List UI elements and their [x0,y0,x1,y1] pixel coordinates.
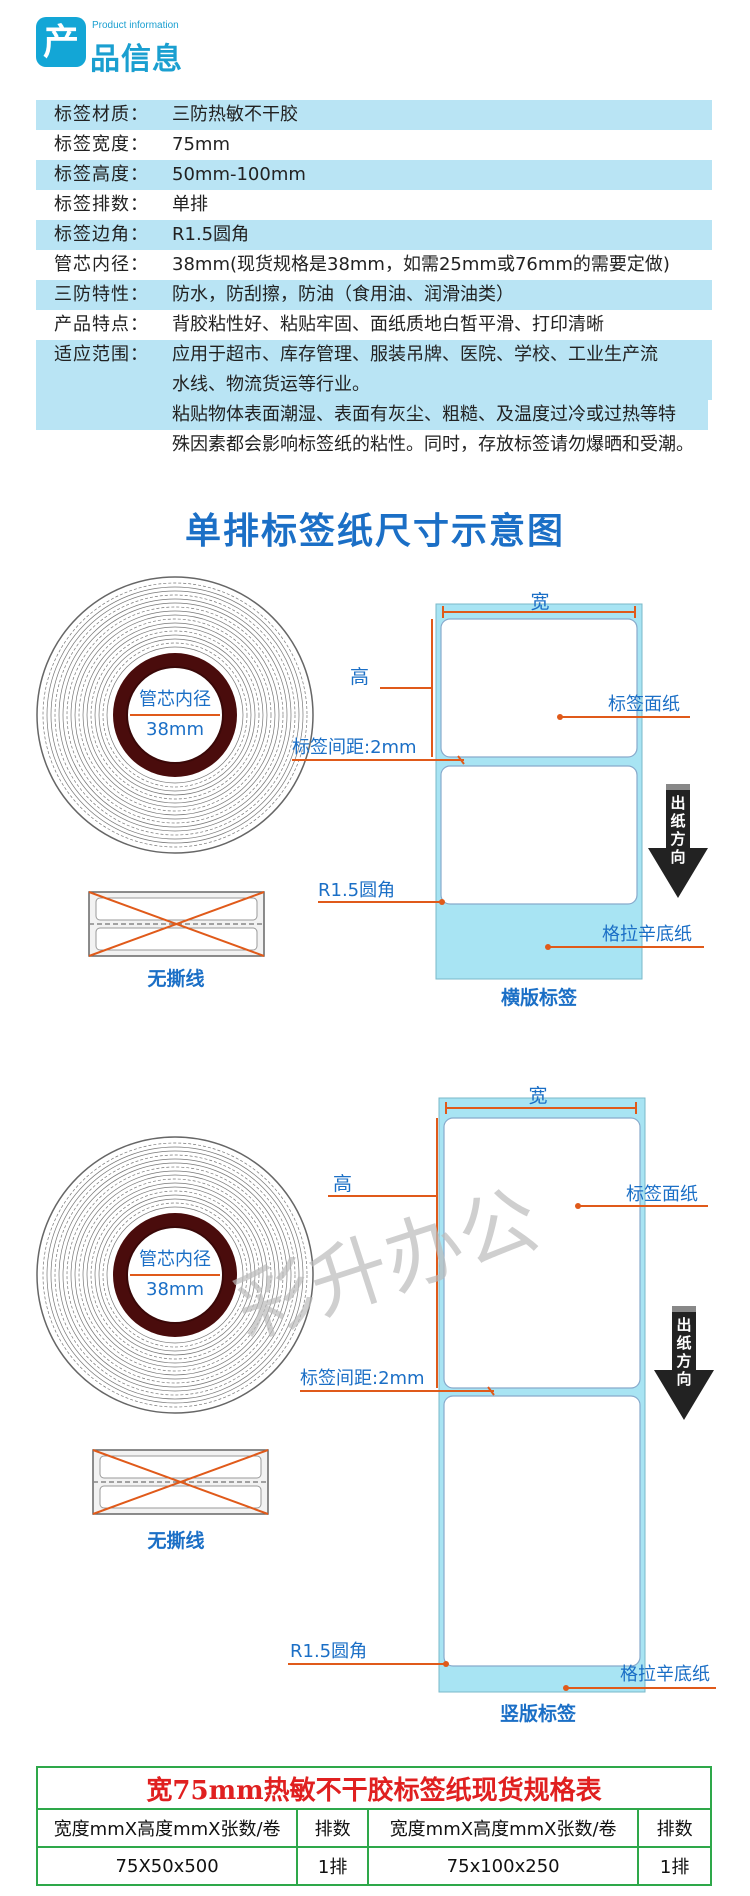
info-label: 标签材质： [54,104,149,125]
table-row: 75X50x500 1排 75x100x250 1排 [35,1846,712,1886]
info-row: 管芯内径： 38mm(现货规格是38mm，如需25mm或76mm的需要定做) [36,250,712,280]
info-value: 粘贴物体表面潮湿、表面有灰尘、粗糙、及温度过冷或过热等特殊因素都会影响标签纸的粘… [36,400,712,460]
svg-text:纸: 纸 [676,1334,691,1352]
diagram-title: 单排标签纸尺寸示意图 [184,510,565,552]
info-label: 三防特性： [54,284,149,305]
core-label-1: 管芯内径 [139,689,211,710]
info-row: 注意事项：粘贴物体表面潮湿、表面有灰尘、粗糙、及温度过冷或过热等特殊因素都会影响… [36,400,712,460]
info-row: 三防特性： 防水，防刮擦，防油（食用油、润滑油类） [36,280,712,310]
svg-text:出: 出 [670,794,685,812]
header-english: Product information [92,20,179,31]
info-label: 产品特点： [54,314,149,335]
core-label-2: 管芯内径 [139,1249,211,1270]
no-tear-label-1: 无撕线 [147,967,204,990]
info-label: 标签高度： [54,164,149,185]
info-row: 标签高度： 50mm-100mm [36,160,712,190]
svg-text:方: 方 [670,830,685,848]
no-tear-strip-2: 无撕线 [92,1449,269,1552]
header-title: 品信息 [90,42,183,77]
corner-label-2: R1.5圆角 [290,1641,367,1662]
info-value: 防水，防刮擦，防油（食用油、润滑油类） [172,284,514,305]
info-row: 标签宽度： 75mm [36,130,712,160]
horizontal-label-sheet: 宽 高 标签面纸 标签间距:2mm R1.5圆角 格拉辛底纸 横版标签 [292,591,704,1009]
info-row: 标签排数： 单排 [36,190,712,220]
info-label: 标签排数： [54,194,149,215]
info-value: R1.5圆角 [172,224,250,245]
svg-text:出: 出 [676,1316,691,1334]
liner-label-2: 格拉辛底纸 [620,1664,710,1685]
no-tear-strip-1: 无撕线 [88,891,265,990]
spec-cell: 1排 [637,1846,712,1886]
gap-label-1: 标签间距:2mm [292,737,417,758]
size-diagram: 管芯内径 38mm 无撕线 宽 高 标签面纸 标签间距:2mm R [36,576,716,1725]
info-row: 标签边角： R1.5圆角 [36,220,712,250]
spec-cell: 75x100x250 [367,1846,640,1886]
vertical-caption: 竖版标签 [500,1702,577,1725]
spec-header-rows-1: 排数 [296,1808,370,1848]
spec-header-size-1: 宽度mmX高度mmX张数/卷 [35,1808,299,1848]
info-value: 38mm(现货规格是38mm，如需25mm或76mm的需要定做) [172,254,670,275]
face-paper-label-2: 标签面纸 [626,1184,698,1205]
corner-label-1: R1.5圆角 [318,880,395,901]
info-value: 50mm-100mm [172,164,306,185]
info-value: 单排 [172,194,208,215]
spec-table-title: 宽75mm热敏不干胶标签纸现货规格表 [36,1766,712,1810]
horizontal-caption: 横版标签 [501,986,578,1009]
spec-cell: 75X50x500 [35,1846,299,1886]
info-label: 管芯内径： [54,254,149,275]
info-row: 适应范围： 应用于超市、库存管理、服装吊牌、医院、学校、工业生产流水线、物流货运等… [36,340,712,400]
spec-cell: 1排 [296,1846,370,1886]
width-label-2: 宽 [528,1085,547,1107]
roll-2: 管芯内径 38mm [36,1136,314,1414]
info-label: 标签宽度： [54,134,149,155]
no-tear-label-2: 无撕线 [147,1529,204,1552]
height-label-2: 高 [333,1173,352,1195]
svg-text:向: 向 [670,848,685,866]
info-value: 应用于超市、库存管理、服装吊牌、医院、学校、工业生产流水线、物流货运等行业。 [172,344,658,395]
info-row: 标签材质： 三防热敏不干胶 [36,100,712,130]
roll-1: 管芯内径 38mm [36,576,314,854]
direction-arrow-icon-2: 出 纸 方 向 [654,1306,714,1420]
width-label-1: 宽 [530,591,549,613]
direction-arrow-icon-1: 出 纸 方 向 [648,784,708,898]
spec-header-rows-2: 排数 [637,1808,712,1848]
spec-header-size-2: 宽度mmX高度mmX张数/卷 [367,1808,640,1848]
vertical-label-sheet: 宽 高 标签面纸 标签间距:2mm R1.5圆角 格拉辛底纸 竖版标签 [288,1085,716,1725]
info-value: 75mm [172,134,230,155]
info-label: 适应范围： [54,344,149,365]
svg-text:纸: 纸 [670,812,685,830]
svg-text:方: 方 [676,1352,691,1370]
svg-text:向: 向 [676,1370,691,1388]
spec-table: 宽75mm热敏不干胶标签纸现货规格表 宽度mmX高度mmX张数/卷 排数 宽度m… [35,1766,712,1886]
liner-label-1: 格拉辛底纸 [602,924,692,945]
info-value: 三防热敏不干胶 [172,104,298,125]
info-row: 产品特点： 背胶粘性好、粘贴牢固、面纸质地白皙平滑、打印清晰 [36,310,712,340]
height-label-1: 高 [350,666,369,688]
face-paper-label-1: 标签面纸 [608,694,680,715]
gap-label-2: 标签间距:2mm [300,1368,425,1389]
product-info-badge: 产 [36,17,86,67]
info-label: 标签边角： [54,224,149,245]
core-size-1: 38mm [146,719,204,740]
product-info-table: 标签材质： 三防热敏不干胶标签宽度： 75mm 标签高度： 50mm-100mm 标签排数… [36,100,712,460]
info-value: 背胶粘性好、粘贴牢固、面纸质地白皙平滑、打印清晰 [172,314,604,335]
core-size-2: 38mm [146,1279,204,1300]
